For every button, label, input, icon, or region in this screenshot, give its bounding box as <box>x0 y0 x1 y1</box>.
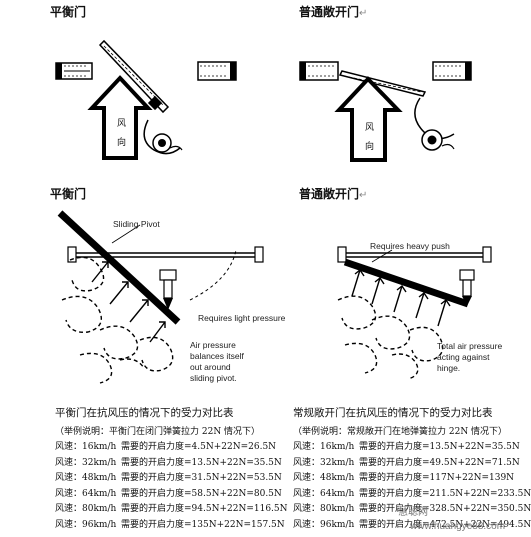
pressure-arrows-left <box>91 261 166 343</box>
label-heavy-push: Requires heavy push <box>370 241 450 251</box>
label-sliding-pivot: Sliding Pivot <box>113 219 160 229</box>
pivot-leader <box>111 224 141 244</box>
sliding-pivot <box>159 269 177 310</box>
label-air-balanced-3: out around <box>190 362 231 372</box>
wind-arrow-left <box>87 75 153 160</box>
table-normal-door: 常规敞开门在抗风压的情况下的受力对比表 （举例说明：常规敞开门在地弹簧拉力 22… <box>293 405 531 533</box>
wind-label-right-2: 向 <box>365 142 375 152</box>
heading-normal-door-mid: 普通敞开门↵ <box>299 187 368 201</box>
air-swirls-right <box>337 295 444 380</box>
door-leaf-balanced <box>98 39 170 114</box>
wind-label-left-2: 向 <box>117 138 127 148</box>
wind-arrow-right <box>334 76 403 162</box>
heading-normal-door-top: 普通敞开门↵ <box>299 5 368 19</box>
table-balanced-door: 平衡门在抗风压的情况下的受力对比表 （举例说明：平衡门在闭门弹簧拉力 22N 情… <box>55 405 288 533</box>
door-leaf-pivot <box>57 210 181 325</box>
watermark-url: www.huangye88.com <box>410 521 506 532</box>
air-swirls-left <box>61 256 174 384</box>
label-air-total-1: Total air pressure <box>437 341 503 351</box>
wind-label-left-1: 风 <box>117 119 127 129</box>
watermark-logo: 慧聪网 <box>398 507 428 518</box>
label-air-balanced-4: sliding pivot. <box>190 373 237 383</box>
heading-balanced-door-mid: 平衡门 <box>50 187 87 201</box>
label-air-total-3: hinge. <box>437 363 461 373</box>
label-air-balanced-2: balances itself <box>190 351 244 361</box>
label-air-total-2: acting against <box>437 352 490 362</box>
hinge-mechanism-right <box>414 97 455 151</box>
door-frame-right-2 <box>432 61 472 81</box>
light-pressure-arrow <box>189 249 237 301</box>
table-subtitle: （举例说明：平衡门在闭门弹簧拉力 22N 情况下） <box>55 427 261 437</box>
wind-label-right-1: 风 <box>365 123 375 133</box>
frame-rail-right <box>337 246 492 263</box>
door-frame-left <box>55 62 93 80</box>
door-frame-right <box>197 61 237 81</box>
label-light-pressure: Requires light pressure <box>198 313 286 323</box>
pivot-mechanism-left <box>143 119 183 155</box>
heading-balanced-door-top: 平衡门 <box>50 5 87 19</box>
label-air-balanced-1: Air pressure <box>190 340 236 350</box>
table-title: 常规敞开门在抗风压的情况下的受力对比表 <box>293 407 493 419</box>
table-title: 平衡门在抗风压的情况下的受力对比表 <box>55 407 234 419</box>
door-leaf-normal <box>338 70 427 97</box>
pressure-arrows-right <box>351 268 451 327</box>
table-subtitle: （举例说明：常规敞开门在地弹簧拉力 22N 情况下） <box>293 427 508 437</box>
door-leaf-hinged <box>343 258 470 308</box>
door-frame-left-2 <box>299 61 339 81</box>
hinge-hardware <box>459 269 475 306</box>
